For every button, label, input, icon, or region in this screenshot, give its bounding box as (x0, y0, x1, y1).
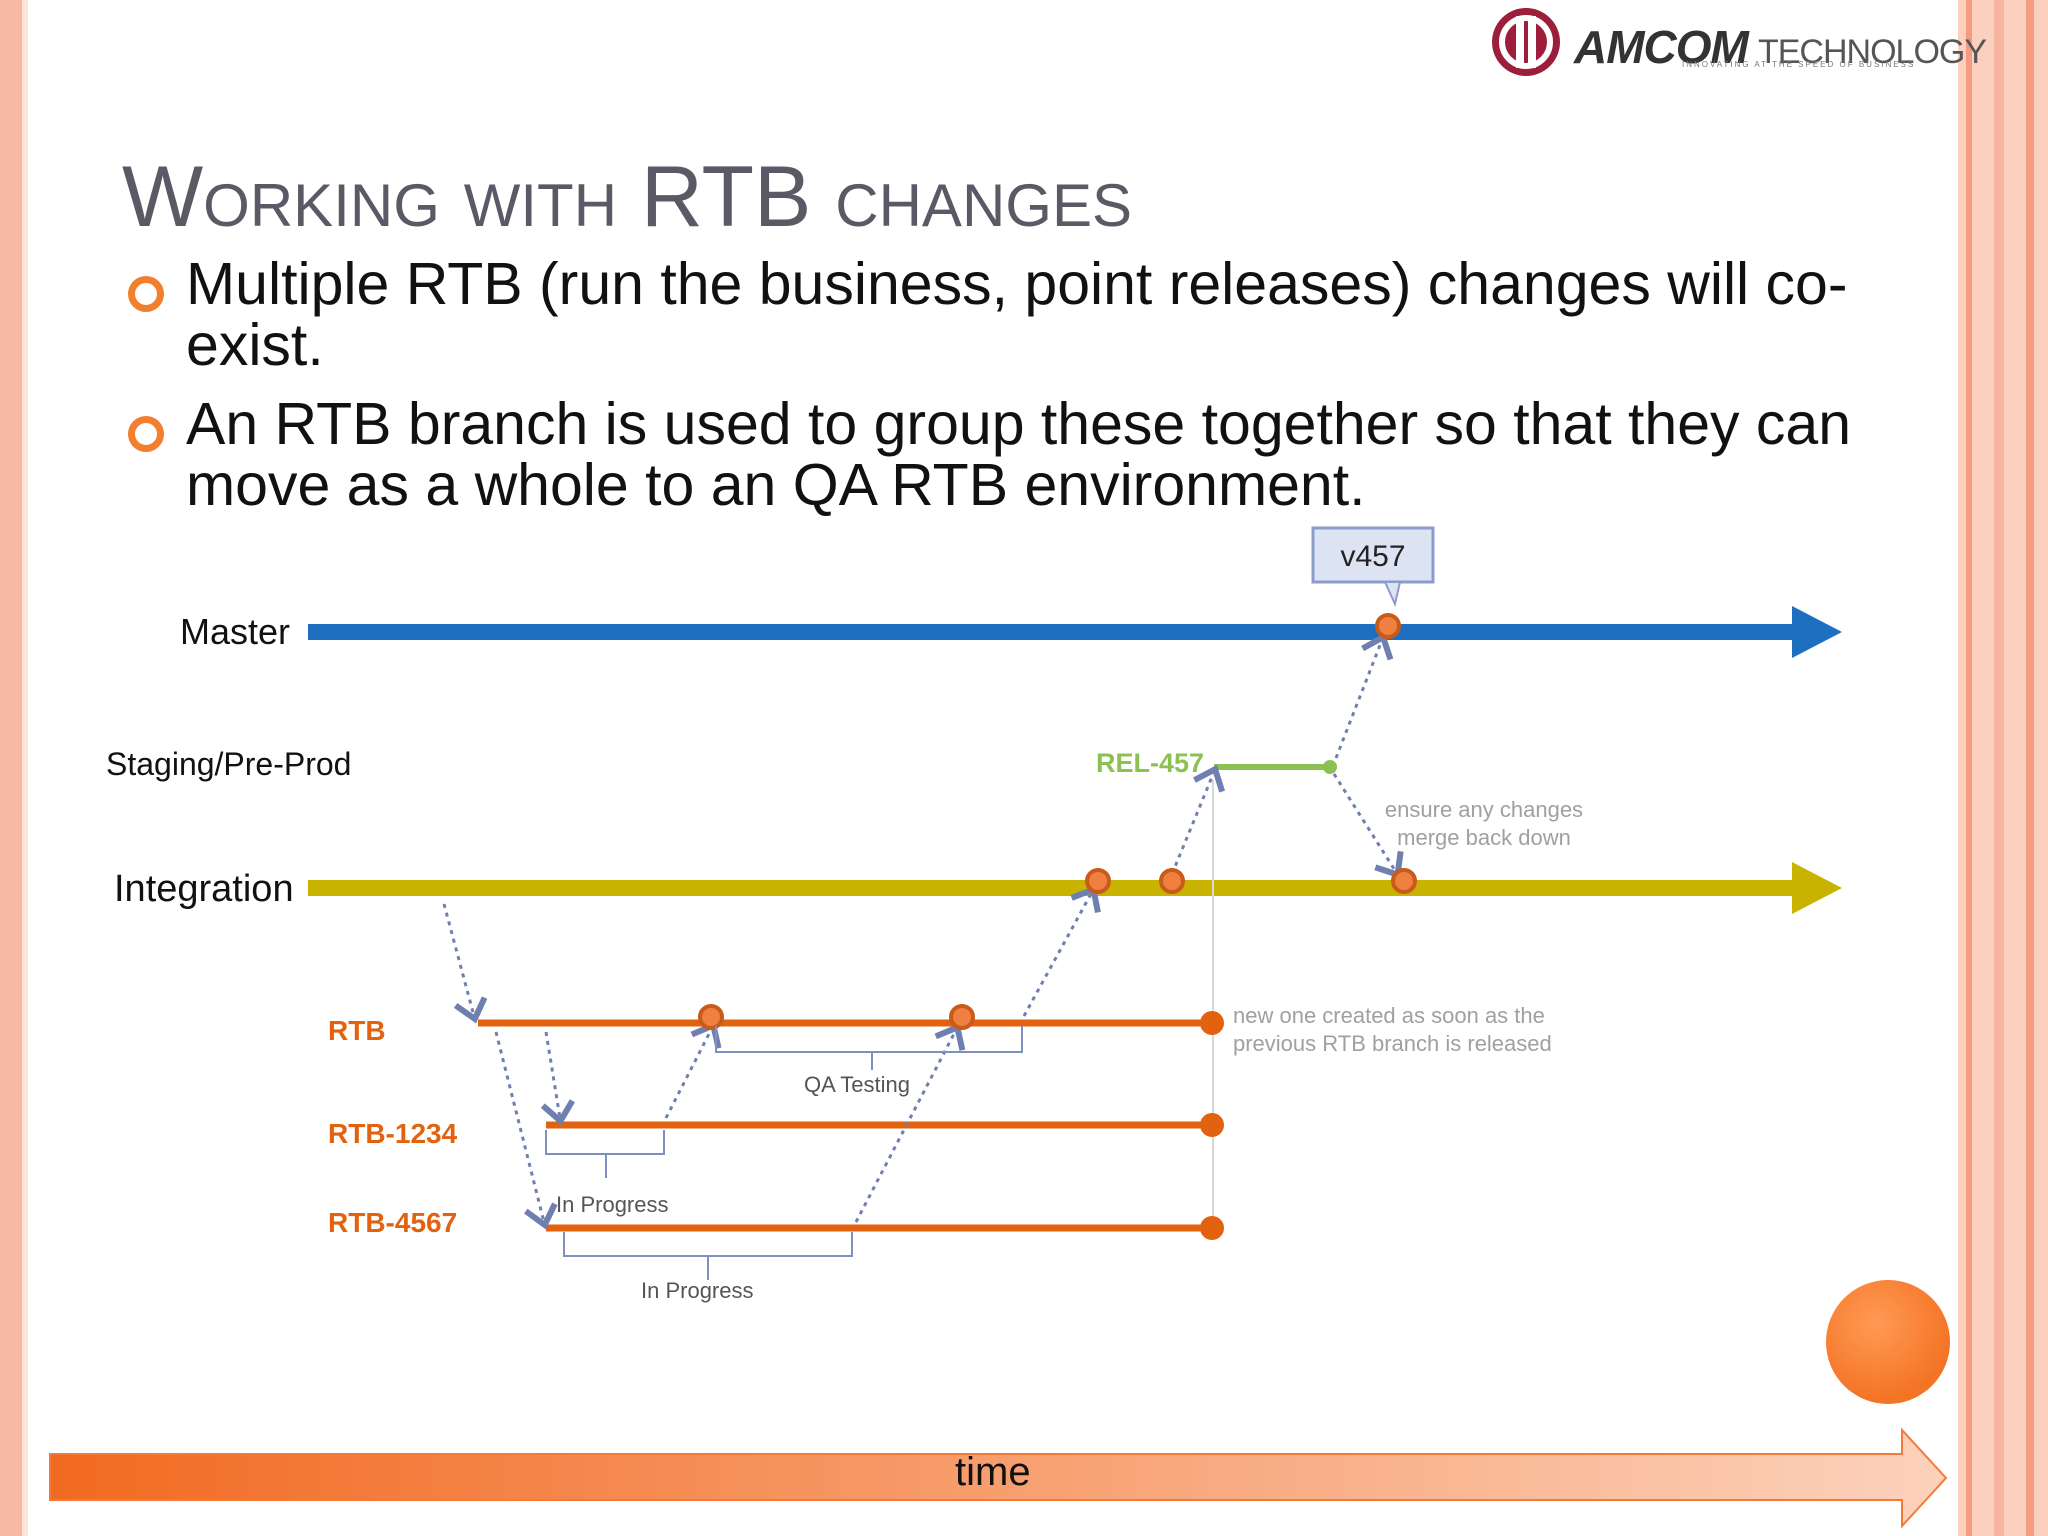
branch-label-master: Master (180, 611, 290, 652)
branch-label-rtb4567: RTB-4567 (328, 1207, 457, 1238)
merge-connector (1332, 773, 1404, 879)
company-logo: AMCOM TECHNOLOGY INNOVATING AT THE SPEED… (1486, 2, 1987, 82)
branch-connector (442, 903, 488, 1024)
logo-tagline: INNOVATING AT THE SPEED OF BUSINESS (1682, 60, 1916, 69)
slide-title: Working with RTB changes (122, 149, 1132, 245)
commit-dot (1391, 868, 1417, 894)
commit-dot (949, 1004, 975, 1030)
new-rtb-note: previous RTB branch is released (1233, 1031, 1552, 1056)
branch-connector (494, 1031, 558, 1230)
callout-pointer (1383, 581, 1402, 608)
in-progress-label: In Progress (556, 1192, 669, 1217)
merge-connector (664, 1021, 722, 1119)
merge-connector (1022, 885, 1101, 1017)
branch-label-staging: Staging/Pre-Prod (106, 746, 351, 782)
bullet-list: Multiple RTB (run the business, point re… (128, 254, 1868, 534)
decorative-orange-circle (1826, 1280, 1950, 1404)
slide-frame-left-inner (22, 0, 28, 1536)
release-commit (1323, 760, 1337, 774)
merge-connectors (442, 632, 1404, 1230)
progress-bracket (563, 1232, 853, 1280)
merge-back-note: merge back down (1397, 825, 1571, 850)
new-rtb-note: new one created as soon as the (1233, 1003, 1545, 1028)
bullet-circle-icon (128, 276, 164, 312)
logo-mark-icon (1492, 8, 1560, 76)
qa-testing-label: QA Testing (804, 1072, 910, 1097)
duration-brackets (545, 1026, 1023, 1280)
rtb1234-branch-end (1200, 1113, 1224, 1137)
time-arrow (49, 1427, 1948, 1529)
branch-label-rtb: RTB (328, 1015, 386, 1046)
commit-dot (698, 1004, 724, 1030)
slide-frame-stripe (1994, 0, 2004, 1536)
master-arrow-head (1792, 606, 1842, 658)
rtb-branch-end (1200, 1011, 1224, 1035)
slide-frame-stripe (1966, 0, 1972, 1536)
slide-frame-stripe (2026, 0, 2034, 1536)
commit-dot (1375, 613, 1401, 639)
branch-label-rtb1234: RTB-1234 (328, 1118, 458, 1149)
merge-connector (1170, 764, 1226, 875)
bullet-circle-icon (128, 416, 164, 452)
bullet-text: Multiple RTB (run the business, point re… (186, 251, 1848, 378)
logo-brand: AMCOM TECHNOLOGY (1574, 21, 1987, 73)
bullet-item: An RTB branch is used to group these tog… (128, 394, 1868, 516)
integration-arrow-head (1792, 862, 1842, 914)
commit-dot (1159, 868, 1185, 894)
qa-bracket (715, 1026, 1023, 1070)
branch-label-integration: Integration (114, 868, 294, 910)
in-progress-label: In Progress (641, 1278, 754, 1303)
version-callout-text: v457 (1340, 540, 1405, 573)
branch-connector (540, 1031, 575, 1126)
commit-markers (698, 613, 1417, 1030)
progress-bracket (545, 1130, 665, 1178)
bullet-text: An RTB branch is used to group these tog… (186, 391, 1852, 518)
bullet-item: Multiple RTB (run the business, point re… (128, 254, 1868, 376)
commit-dot (1085, 868, 1111, 894)
release-branch-label: REL-457 (1096, 748, 1204, 778)
version-callout (1311, 526, 1435, 584)
merge-connector (1334, 632, 1394, 759)
time-axis-label: time (955, 1450, 1031, 1494)
merge-connector (854, 1023, 966, 1223)
rtb4567-branch-end (1200, 1216, 1224, 1240)
slide-frame-left (0, 0, 22, 1536)
merge-back-note: ensure any changes (1385, 797, 1583, 822)
